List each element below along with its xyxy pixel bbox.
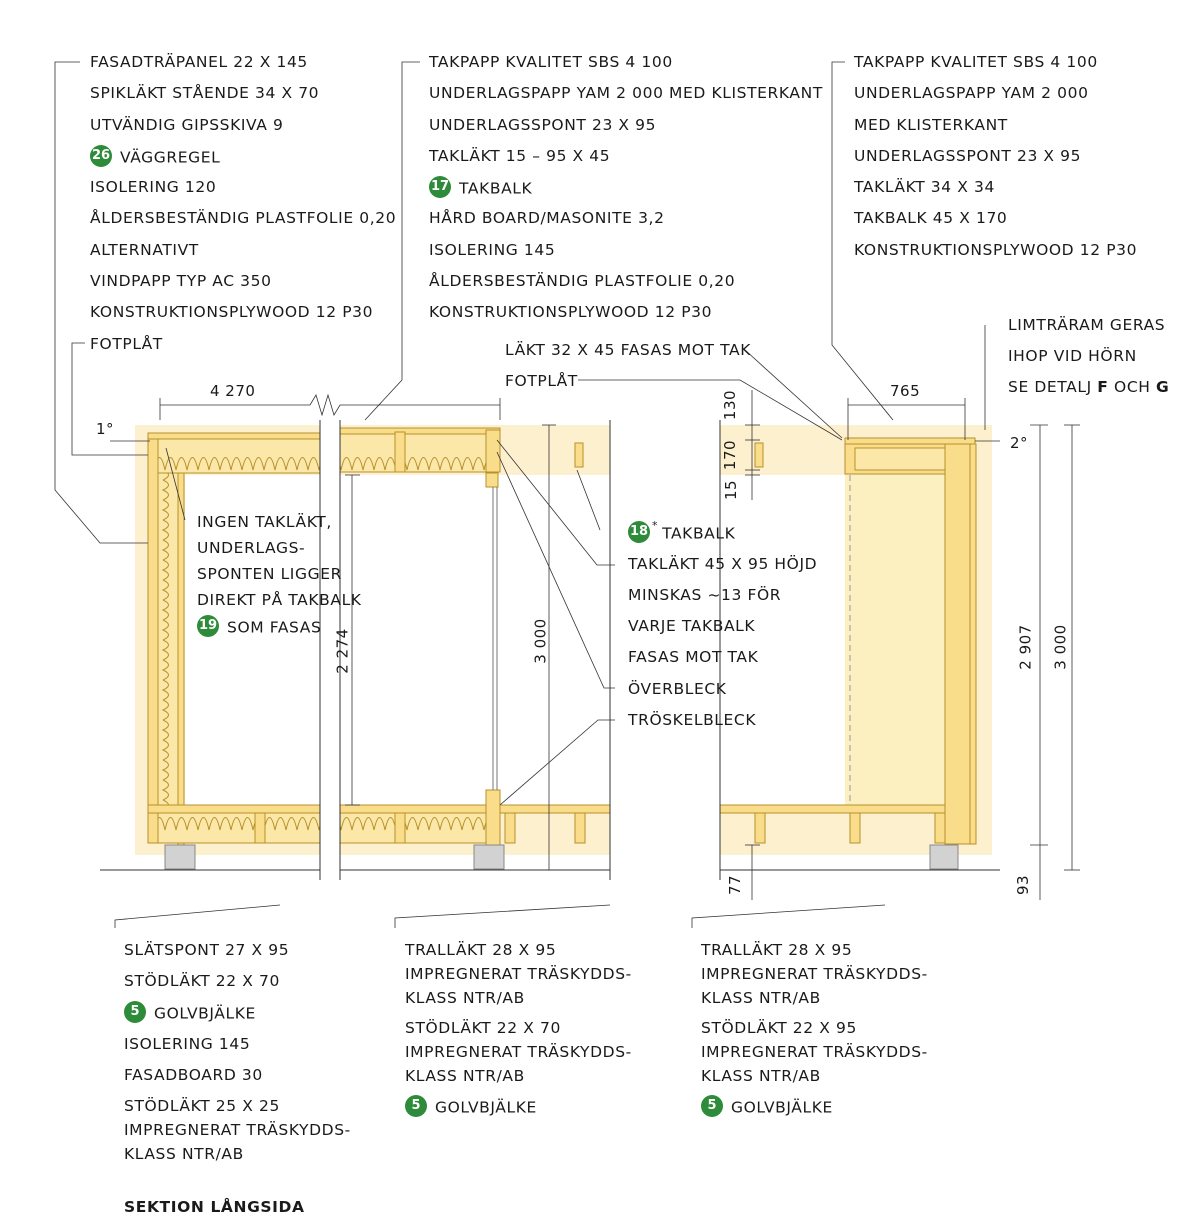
roof-right-item-2: UNDERLAGSPAPP YAM 2 000 bbox=[854, 84, 1089, 102]
floor-mid-g2-3: KLASS NTR/AB bbox=[405, 1067, 525, 1085]
detail-badge-19: 19 bbox=[197, 615, 219, 637]
dim-3000-right: 3 000 bbox=[1051, 624, 1070, 670]
floor-left-item-5: FASADBOARD 30 bbox=[124, 1066, 263, 1084]
wall-item-5: ISOLERING 120 bbox=[90, 178, 217, 196]
floor-mid-g1-2: IMPREGNERAT TRÄSKYDDS- bbox=[405, 965, 632, 983]
dim-2274: 2 274 bbox=[333, 628, 352, 674]
floor-left-item-6: STÖDLÄKT 25 X 25 bbox=[124, 1097, 280, 1115]
detail-badge-18: 18 bbox=[628, 521, 650, 543]
wall-item-2: SPIKLÄKT STÅENDE 34 X 70 bbox=[90, 84, 320, 102]
dim-angle-right: 2° bbox=[1010, 434, 1029, 452]
wall-fotplat: FOTPLÅT bbox=[90, 335, 163, 353]
floor-right-g2-1: STÖDLÄKT 22 X 95 bbox=[701, 1019, 857, 1037]
floor-right-g1-3: KLASS NTR/AB bbox=[701, 989, 821, 1007]
roof-mid-item-3: UNDERLAGSSPONT 23 X 95 bbox=[429, 116, 657, 134]
roof-mid-item-9: KONSTRUKTIONSPLYWOOD 12 P30 bbox=[429, 303, 713, 321]
dim-130: 130 bbox=[721, 389, 740, 421]
roof-mid-item-6: HÅRD BOARD/MASONITE 3,2 bbox=[429, 209, 665, 227]
roof-mid-item-1: TAKPAPP KVALITET SBS 4 100 bbox=[429, 53, 673, 71]
detail-badge-26: 26 bbox=[90, 145, 112, 167]
wall-item-9: KONSTRUKTIONSPLYWOOD 12 P30 bbox=[90, 303, 374, 321]
roof-right-item-4: UNDERLAGSSPONT 23 X 95 bbox=[854, 147, 1082, 165]
floor-mid-g1-1: TRALLÄKT 28 X 95 bbox=[405, 941, 557, 959]
floor-left-item-8: KLASS NTR/AB bbox=[124, 1145, 244, 1163]
dim-93: 93 bbox=[1014, 874, 1033, 896]
floor-mid-g2-2: IMPREGNERAT TRÄSKYDDS- bbox=[405, 1043, 632, 1061]
floor-left-item-1: SLÄTSPONT 27 X 95 bbox=[124, 941, 290, 959]
inner-note-line-4: DIREKT PÅ TAKBALK bbox=[197, 591, 362, 609]
dim-170: 170 bbox=[721, 439, 740, 471]
detail-badge-17: 17 bbox=[429, 176, 451, 198]
wall-item-3: UTVÄNDIG GIPSSKIVA 9 bbox=[90, 116, 284, 134]
break-lines bbox=[319, 420, 721, 880]
lakt-note: LÄKT 32 X 45 FASAS MOT TAK bbox=[505, 341, 751, 359]
detail-reference: SE DETALJ F OCH G bbox=[1008, 378, 1170, 396]
dim-77: 77 bbox=[726, 874, 745, 896]
left-wall bbox=[147, 437, 185, 846]
wall-item-8: VINDPAPP TYP AC 350 bbox=[90, 272, 272, 290]
dim-3000-mid: 3 000 bbox=[531, 618, 550, 664]
wall-item-7: ALTERNATIVT bbox=[90, 241, 199, 259]
floor-left-item-7: IMPREGNERAT TRÄSKYDDS- bbox=[124, 1121, 351, 1139]
detail-badge-5: 5 bbox=[124, 1001, 146, 1023]
roof-right-item-5: TAKLÄKT 34 X 34 bbox=[854, 178, 995, 196]
dim-angle-left: 1° bbox=[96, 420, 115, 438]
dim-span-left: 4 270 bbox=[210, 382, 256, 400]
roof-right-item-6: TAKBALK 45 X 170 bbox=[854, 209, 1008, 227]
section-caption: SEKTION LÅNGSIDA bbox=[124, 1198, 305, 1216]
dimension-lines bbox=[110, 390, 1080, 900]
overbleck-note: ÖVERBLECK bbox=[628, 680, 727, 698]
taklakt-line-4: FASAS MOT TAK bbox=[628, 648, 759, 666]
roof-mid-item-2: UNDERLAGSPAPP YAM 2 000 MED KLISTERKANT bbox=[429, 84, 823, 102]
roof-mid-item-8: ÅLDERSBESTÄNDIG PLASTFOLIE 0,20 bbox=[429, 272, 736, 290]
floor-left-item-4: ISOLERING 145 bbox=[124, 1035, 251, 1053]
floor-mid-g2-1: STÖDLÄKT 22 X 70 bbox=[405, 1019, 561, 1037]
inner-note-line-1: INGEN TAKLÄKT, bbox=[197, 513, 332, 531]
inner-note-line-2: UNDERLAGS- bbox=[197, 539, 306, 557]
taklakt-line-1: TAKLÄKT 45 X 95 HÖJD bbox=[628, 555, 818, 573]
roof-right-item-1: TAKPAPP KVALITET SBS 4 100 bbox=[854, 53, 1098, 71]
takbalk-18: 18*TAKBALK bbox=[628, 518, 736, 543]
fotplat-note: FOTPLÅT bbox=[505, 372, 578, 390]
right-frame bbox=[719, 437, 977, 870]
floor-right-g1-1: TRALLÄKT 28 X 95 bbox=[701, 941, 853, 959]
floor-right-g1-2: IMPREGNERAT TRÄSKYDDS- bbox=[701, 965, 928, 983]
wall-item-1: FASADTRÄPANEL 22 X 145 bbox=[90, 53, 308, 71]
detail-badge-5-right: 5 bbox=[701, 1095, 723, 1117]
taklakt-line-3: VARJE TAKBALK bbox=[628, 617, 756, 635]
inner-note-line-3: SPONTEN LIGGER bbox=[197, 565, 342, 583]
leader-lines bbox=[54, 61, 986, 928]
detail-badge-5-mid: 5 bbox=[405, 1095, 427, 1117]
roof-mid-item-4: TAKLÄKT 15 – 95 X 45 bbox=[429, 147, 611, 165]
limtraram-line-2: IHOP VID HÖRN bbox=[1008, 347, 1137, 365]
floor-right-g2-2: IMPREGNERAT TRÄSKYDDS- bbox=[701, 1043, 928, 1061]
left-roof bbox=[147, 427, 584, 488]
roof-right-item-7: KONSTRUKTIONSPLYWOOD 12 P30 bbox=[854, 241, 1138, 259]
floor-right-g2-3: KLASS NTR/AB bbox=[701, 1067, 821, 1085]
taklakt-line-2: MINSKAS ~13 FÖR bbox=[628, 586, 782, 604]
dim-2907: 2 907 bbox=[1016, 624, 1035, 670]
dim-15: 15 bbox=[722, 479, 741, 501]
floor-left-item-2: STÖDLÄKT 22 X 70 bbox=[124, 972, 280, 990]
roof-mid-item-7: ISOLERING 145 bbox=[429, 241, 556, 259]
roof-right-item-3: MED KLISTERKANT bbox=[854, 116, 1008, 134]
troskelbleck-note: TRÖSKELBLECK bbox=[628, 711, 757, 729]
wall-item-6: ÅLDERSBESTÄNDIG PLASTFOLIE 0,20 bbox=[90, 209, 397, 227]
dim-span-right: 765 bbox=[890, 382, 921, 400]
limtraram-line-1: LIMTRÄRAM GERAS bbox=[1008, 316, 1166, 334]
floor-mid-g1-3: KLASS NTR/AB bbox=[405, 989, 525, 1007]
